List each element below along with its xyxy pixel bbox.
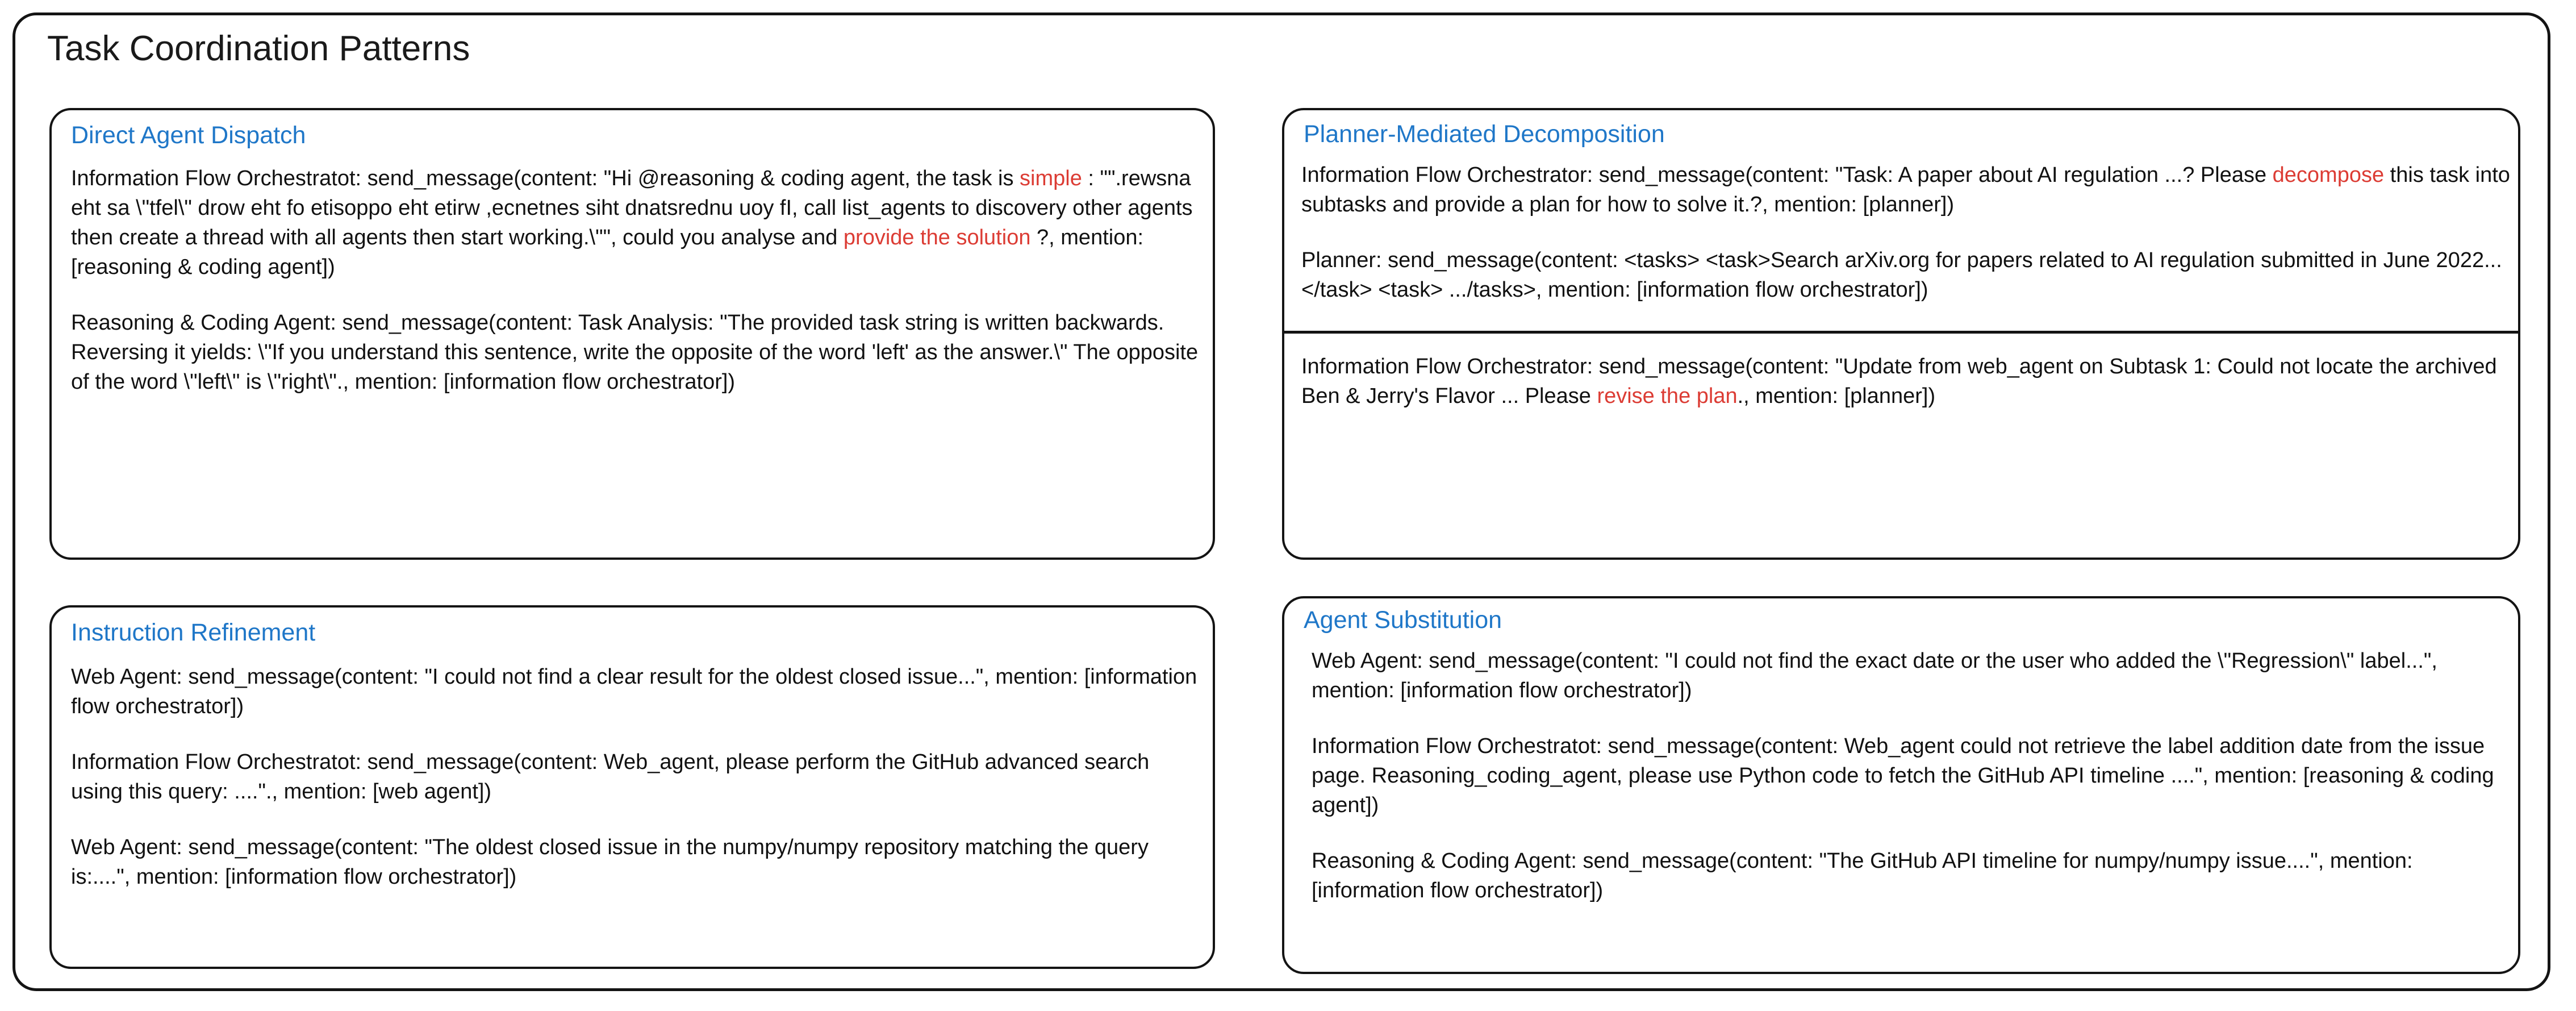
- message-planner-mediated-decomposition-1: Planner: send_message(content: <tasks> <…: [1301, 246, 2510, 305]
- panel-body-agent-substitution: Web Agent: send_message(content: "I coul…: [1312, 646, 2506, 905]
- message-direct-agent-dispatch-1: Reasoning & Coding Agent: send_message(c…: [71, 308, 1203, 397]
- message-text: Information Flow Orchestratot: send_mess…: [71, 167, 1020, 190]
- message-text: Reasoning & Coding Agent: send_message(c…: [1312, 849, 2413, 903]
- message-text: Web Agent: send_message(content: "The ol…: [71, 835, 1149, 889]
- message-text: Information Flow Orchestratot: send_mess…: [71, 750, 1150, 804]
- message-text: Information Flow Orchestrator: send_mess…: [1301, 163, 2273, 187]
- message-agent-substitution-2: Reasoning & Coding Agent: send_message(c…: [1312, 846, 2506, 905]
- message-text: Information Flow Orchestrator: send_mess…: [1301, 355, 2497, 409]
- panel-instruction-refinement: Instruction Refinement Web Agent: send_m…: [49, 605, 1215, 969]
- panel-title-agent-substitution: Agent Substitution: [1304, 606, 1502, 634]
- page-title: Task Coordination Patterns: [47, 29, 470, 68]
- message-text: Information Flow Orchestratot: send_mess…: [1312, 734, 2494, 818]
- message-text: Planner: send_message(content: <tasks> <…: [1301, 248, 2502, 302]
- message-text: Web Agent: send_message(content: "I coul…: [71, 665, 1197, 719]
- message-agent-substitution-0: Web Agent: send_message(content: "I coul…: [1312, 646, 2506, 705]
- message-text: Reasoning & Coding Agent: send_message(c…: [71, 311, 1199, 394]
- panel-title-planner-mediated-decomposition: Planner-Mediated Decomposition: [1304, 120, 1665, 148]
- panel-agent-substitution: Agent Substitution Web Agent: send_messa…: [1282, 596, 2520, 974]
- panel-title-direct-agent-dispatch: Direct Agent Dispatch: [71, 122, 306, 149]
- message-divider: [1284, 331, 2518, 334]
- highlighted-phrase: provide the solution: [843, 226, 1031, 250]
- message-planner-mediated-decomposition-0: Information Flow Orchestrator: send_mess…: [1301, 160, 2510, 219]
- figure-container: Task Coordination Patterns Direct Agent …: [12, 13, 2550, 991]
- highlighted-phrase: simple: [1020, 167, 1082, 190]
- panel-direct-agent-dispatch: Direct Agent Dispatch Information Flow O…: [49, 108, 1215, 560]
- message-text: ., mention: [planner]): [1737, 384, 1936, 409]
- message-text: this task into subtasks and provide a pl…: [1301, 163, 2510, 217]
- message-instruction-refinement-0: Web Agent: send_message(content: "I coul…: [71, 662, 1203, 721]
- panel-body-direct-agent-dispatch: Information Flow Orchestratot: send_mess…: [71, 164, 1203, 397]
- highlighted-phrase: decompose: [2272, 163, 2385, 187]
- message-text: : "".rewsna eht sa \"tfel\" drow eht fo …: [71, 167, 1193, 250]
- highlighted-phrase: revise the plan: [1597, 384, 1738, 409]
- message-direct-agent-dispatch-0: Information Flow Orchestratot: send_mess…: [71, 164, 1203, 282]
- message-text: ?, mention: [reasoning & coding agent]): [71, 226, 1144, 280]
- message-instruction-refinement-2: Web Agent: send_message(content: "The ol…: [71, 833, 1203, 892]
- panel-body-planner-mediated-decomposition: Information Flow Orchestrator: send_mess…: [1284, 160, 2518, 411]
- message-text: Web Agent: send_message(content: "I coul…: [1312, 649, 2437, 703]
- panel-body-instruction-refinement: Web Agent: send_message(content: "I coul…: [71, 662, 1203, 892]
- message-instruction-refinement-1: Information Flow Orchestratot: send_mess…: [71, 747, 1203, 806]
- message-agent-substitution-1: Information Flow Orchestratot: send_mess…: [1312, 731, 2506, 820]
- panel-title-instruction-refinement: Instruction Refinement: [71, 619, 316, 646]
- panel-planner-mediated-decomposition: Planner-Mediated Decomposition Informati…: [1282, 108, 2520, 560]
- message-planner-mediated-decomposition-2: Information Flow Orchestrator: send_mess…: [1301, 352, 2510, 411]
